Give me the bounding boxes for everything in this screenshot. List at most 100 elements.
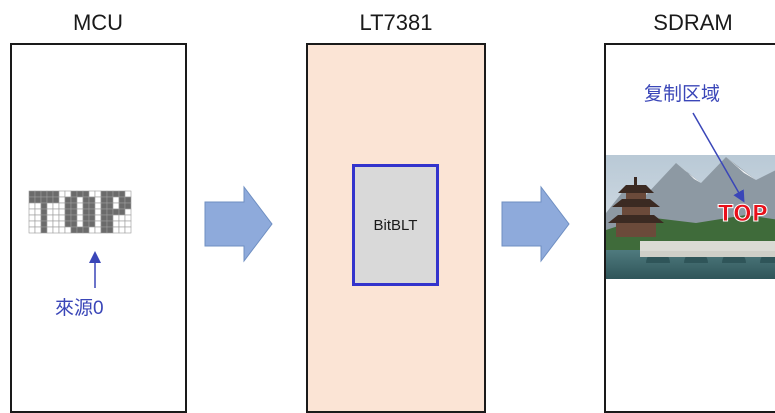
pixel-on bbox=[70, 196, 78, 204]
pixel-off bbox=[118, 226, 126, 234]
copy-region-label: 复制区域 bbox=[644, 84, 721, 105]
pixel-on bbox=[40, 190, 48, 198]
pixel-off bbox=[52, 202, 60, 210]
pixel-on bbox=[64, 220, 72, 228]
pixel-on bbox=[70, 208, 78, 216]
copy-region-pointer-arrow bbox=[692, 112, 745, 203]
pixel-on bbox=[82, 208, 90, 216]
sdram-title: SDRAM bbox=[653, 10, 733, 35]
pixel-off bbox=[34, 214, 42, 222]
pixel-off bbox=[52, 226, 60, 234]
pixel-off bbox=[28, 226, 36, 234]
pixel-off bbox=[94, 202, 102, 210]
pixel-on bbox=[46, 196, 54, 204]
pixel-on bbox=[64, 196, 72, 204]
pixel-off bbox=[28, 214, 36, 222]
top-overlay-text: TOP bbox=[718, 202, 768, 227]
pixel-on bbox=[82, 190, 90, 198]
pixel-off bbox=[124, 226, 132, 234]
pixel-on bbox=[106, 190, 114, 198]
pixel-on bbox=[34, 190, 42, 198]
source-label: 來源0 bbox=[55, 298, 104, 319]
pixel-on bbox=[106, 226, 114, 234]
pixel-on bbox=[28, 196, 36, 204]
pixel-off bbox=[88, 190, 96, 198]
pixel-on bbox=[82, 220, 90, 228]
pixel-off bbox=[112, 226, 120, 234]
pixel-on bbox=[118, 208, 126, 216]
pixel-on bbox=[112, 190, 120, 198]
pixel-off bbox=[94, 226, 102, 234]
pixel-on bbox=[118, 190, 126, 198]
pixel-off bbox=[76, 202, 84, 210]
pixel-off bbox=[124, 214, 132, 222]
pixel-off bbox=[58, 202, 66, 210]
pixel-off bbox=[46, 214, 54, 222]
pixel-on bbox=[100, 190, 108, 198]
pixel-off bbox=[58, 220, 66, 228]
pixel-on bbox=[76, 226, 84, 234]
pixel-off bbox=[46, 226, 54, 234]
pixel-on bbox=[70, 190, 78, 198]
pixel-on bbox=[52, 196, 60, 204]
pixel-off bbox=[64, 226, 72, 234]
pixel-off bbox=[94, 196, 102, 204]
pixel-off bbox=[34, 208, 42, 216]
pixel-on bbox=[28, 190, 36, 198]
pixel-off bbox=[52, 214, 60, 222]
pixel-on bbox=[100, 208, 108, 216]
pixel-off bbox=[76, 214, 84, 222]
pixel-off bbox=[118, 214, 126, 222]
pixel-on bbox=[88, 220, 96, 228]
pixel-off bbox=[76, 208, 84, 216]
pixel-on bbox=[100, 214, 108, 222]
pixel-on bbox=[40, 226, 48, 234]
pixel-off bbox=[94, 214, 102, 222]
pixel-on bbox=[112, 208, 120, 216]
pixel-off bbox=[58, 208, 66, 216]
pixel-on bbox=[82, 226, 90, 234]
pixel-on bbox=[124, 202, 132, 210]
pixel-on bbox=[106, 214, 114, 222]
pixel-on bbox=[64, 202, 72, 210]
pixel-off bbox=[28, 208, 36, 216]
pixel-on bbox=[100, 220, 108, 228]
pixel-on bbox=[52, 190, 60, 198]
pixel-on bbox=[100, 202, 108, 210]
pixel-on bbox=[70, 202, 78, 210]
flow-arrow-lt-to-sdram bbox=[501, 185, 570, 263]
pixel-on bbox=[40, 202, 48, 210]
pixel-off bbox=[112, 214, 120, 222]
pixel-off bbox=[76, 220, 84, 228]
pixel-off bbox=[58, 190, 66, 198]
landscape-image: TOP bbox=[606, 155, 775, 279]
pixel-off bbox=[124, 208, 132, 216]
pixel-off bbox=[58, 214, 66, 222]
pixel-off bbox=[28, 202, 36, 210]
pixel-off bbox=[58, 226, 66, 234]
pixel-off bbox=[34, 226, 42, 234]
pixel-on bbox=[70, 214, 78, 222]
pixel-on bbox=[70, 226, 78, 234]
pixel-on bbox=[124, 196, 132, 204]
pixel-off bbox=[88, 226, 96, 234]
pixel-on bbox=[40, 220, 48, 228]
pixel-off bbox=[34, 220, 42, 228]
pixel-off bbox=[94, 208, 102, 216]
pixel-off bbox=[124, 190, 132, 198]
pixel-off bbox=[52, 220, 60, 228]
pixel-on bbox=[40, 208, 48, 216]
pixel-on bbox=[70, 220, 78, 228]
pixel-on bbox=[106, 208, 114, 216]
pixel-font-top-icon bbox=[28, 190, 132, 234]
mcu-title: MCU bbox=[72, 10, 124, 35]
pixel-on bbox=[118, 202, 126, 210]
pixel-on bbox=[34, 196, 42, 204]
pixel-on bbox=[100, 226, 108, 234]
flow-arrow-mcu-to-lt bbox=[204, 185, 273, 263]
pixel-off bbox=[112, 202, 120, 210]
pixel-off bbox=[52, 208, 60, 216]
pixel-on bbox=[82, 202, 90, 210]
pixel-on bbox=[46, 190, 54, 198]
